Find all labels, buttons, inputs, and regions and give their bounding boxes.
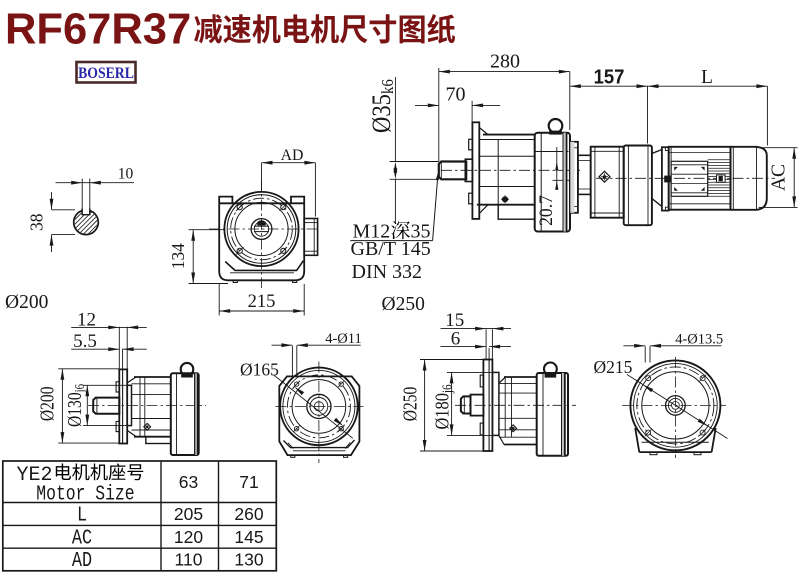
svg-text:RF67R37: RF67R37 (5, 6, 191, 54)
svg-text:Ø180j6: Ø180j6 (431, 384, 455, 429)
svg-text:35: 35 (411, 221, 431, 243)
svg-text:Ø215: Ø215 (594, 357, 633, 377)
svg-text:Ø200: Ø200 (36, 386, 58, 421)
svg-text:15: 15 (445, 310, 464, 331)
svg-text:280: 280 (490, 51, 520, 73)
svg-text:Ø165: Ø165 (240, 360, 279, 380)
svg-text:Ø200: Ø200 (5, 292, 48, 313)
svg-text:20.7: 20.7 (535, 195, 556, 226)
svg-text:10: 10 (118, 166, 134, 183)
svg-text:38: 38 (27, 213, 47, 231)
svg-text:YE2: YE2 (17, 464, 53, 487)
svg-text:205: 205 (174, 504, 203, 524)
svg-text:DIN 332: DIN 332 (352, 261, 423, 283)
svg-text:Ø250: Ø250 (382, 294, 425, 315)
svg-text:AD: AD (281, 147, 304, 164)
svg-text:Ø35k6: Ø35k6 (368, 79, 398, 133)
svg-text:134: 134 (168, 243, 188, 269)
svg-text:157: 157 (594, 66, 625, 89)
svg-text:71: 71 (239, 472, 258, 492)
svg-text:AC: AC (72, 526, 92, 550)
svg-text:5.5: 5.5 (73, 331, 97, 352)
svg-text:Ø250: Ø250 (399, 387, 421, 422)
svg-text:L: L (77, 503, 87, 527)
svg-text:6: 6 (451, 328, 461, 349)
svg-text:AD: AD (72, 548, 92, 572)
svg-text:145: 145 (234, 527, 263, 547)
svg-text:AC: AC (768, 164, 789, 191)
svg-text:110: 110 (175, 550, 203, 570)
svg-text:215: 215 (248, 292, 276, 312)
svg-text:120: 120 (174, 527, 203, 547)
svg-text:Ø130j6: Ø130j6 (63, 384, 87, 427)
svg-text:4-Ø11: 4-Ø11 (325, 331, 362, 347)
svg-text:4-Ø13.5: 4-Ø13.5 (675, 331, 723, 347)
svg-text:12: 12 (77, 310, 96, 331)
svg-text:70: 70 (446, 83, 466, 105)
svg-text:130: 130 (234, 550, 263, 570)
svg-text:Motor Size: Motor Size (36, 482, 134, 507)
svg-text:GB/T 145: GB/T 145 (351, 238, 431, 260)
svg-text:260: 260 (234, 504, 263, 524)
svg-text:63: 63 (179, 472, 198, 492)
svg-text:L: L (701, 67, 713, 88)
svg-text:M12: M12 (353, 221, 391, 243)
svg-text:BOSERL: BOSERL (78, 65, 134, 82)
